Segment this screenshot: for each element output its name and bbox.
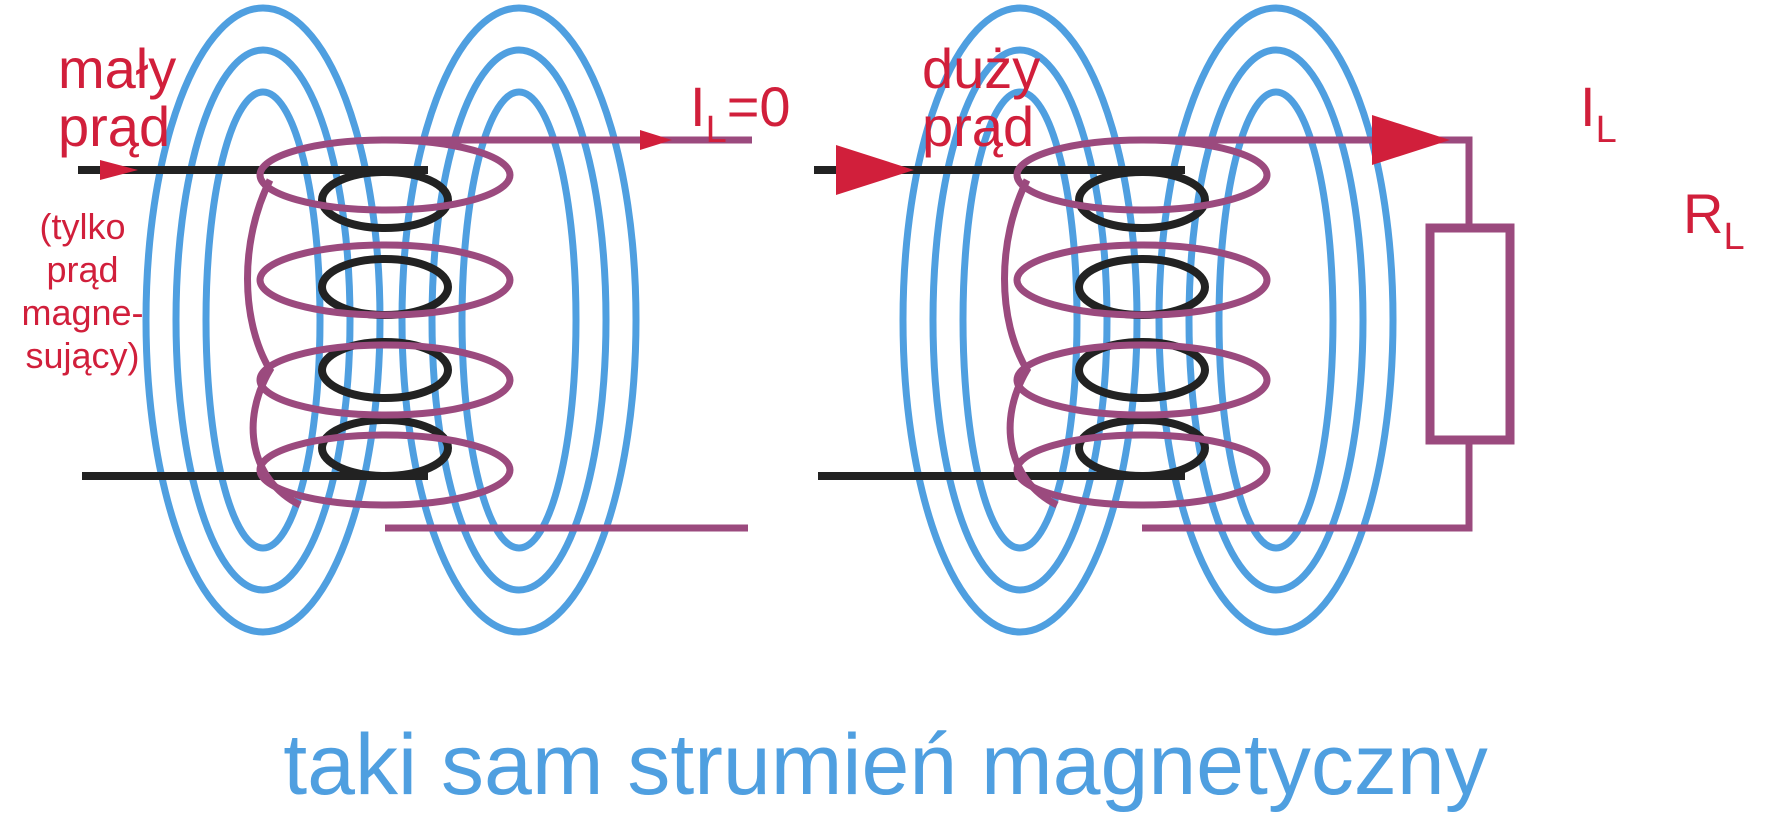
flux-loop [1215,88,1337,552]
secondary-winding-turn [256,341,514,419]
right-input-current-label: duży prąd [922,40,1082,156]
output-current-arrow [640,130,672,150]
flux-loop [929,46,1111,594]
load-resistor [1425,223,1515,445]
flux-loop [172,46,354,594]
left-output-label-main: I [690,75,706,138]
left-input-label-line1: mały [58,37,177,100]
left-note-line4: sujący) [25,335,140,376]
left-note-line2: prąd [46,249,119,290]
right-output-current-label: IL [1580,75,1617,152]
load-resistor-label: RL [1683,182,1745,259]
flux-loop [959,88,1081,552]
flux-loop [398,4,640,636]
caption: taki sam strumień magnetyczny [283,717,1488,813]
primary-winding-turn [318,255,452,319]
left-output-current-label: IL=0 [690,75,791,152]
flux-loop [1155,4,1397,636]
left-note-line1: (tylko [39,206,126,247]
left-output-label-suffix: =0 [726,75,791,138]
flux-loop [899,4,1141,636]
input-current-arrow [836,145,914,195]
left-input-current-label: mały prąd [58,40,218,156]
secondary-winding-side [1001,178,1059,509]
left-output-label-sub: L [705,109,727,151]
output-current-arrow [1372,115,1450,165]
left-transformer [78,4,752,636]
right-input-label-line1: duży [922,37,1041,100]
flux-loop [202,88,324,552]
secondary-winding-side [244,178,302,509]
right-output-label-sub: L [1595,109,1617,151]
secondary-winding-turn [256,241,514,319]
right-transformer [814,4,1515,636]
secondary-output-wire [1142,136,1473,228]
input-current-arrow [100,160,138,180]
resistor-label-sub: L [1723,216,1745,258]
primary-winding-turn [1075,255,1209,319]
flux-loop [428,46,610,594]
secondary-return-wire [1142,440,1473,532]
left-input-label-line2: prąd [58,95,171,158]
left-note-line3: magne- [21,292,144,333]
secondary-winding-turn [1013,341,1271,419]
secondary-winding-turn [1013,241,1271,319]
flux-loop [1185,46,1367,594]
flux-loop [458,88,580,552]
resistor-label-main: R [1683,182,1724,245]
left-magnetizing-note: (tylko prąd magne- sujący) [0,205,165,377]
right-input-label-line2: prąd [922,95,1035,158]
flux-loop [142,4,384,636]
right-output-label-main: I [1580,75,1596,138]
